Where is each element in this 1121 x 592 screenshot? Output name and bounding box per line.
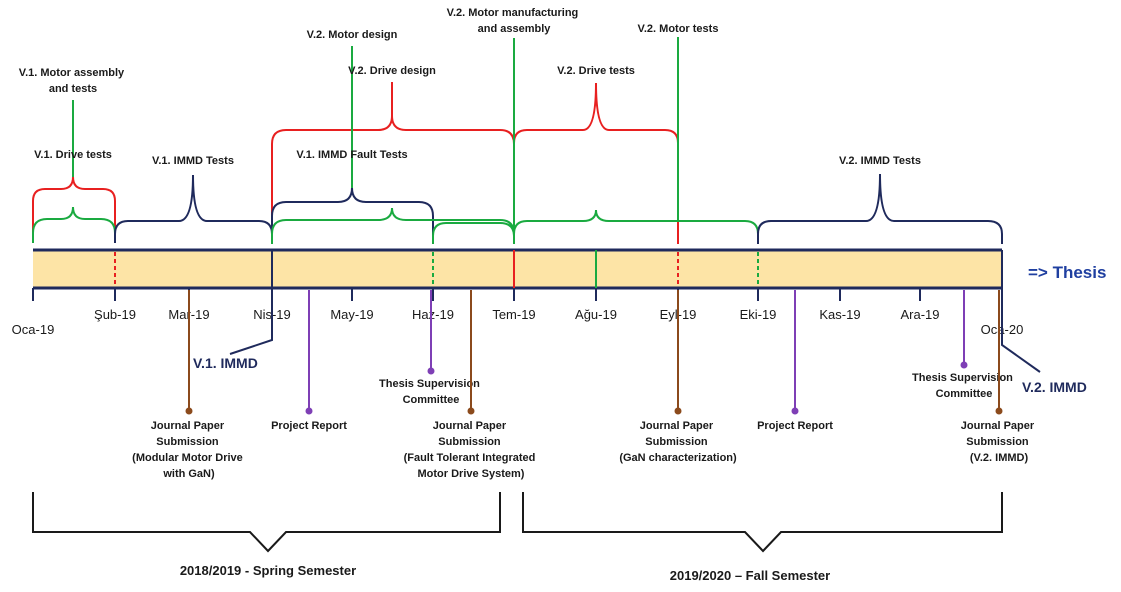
- label-v1-drive-tests: V.1. Drive tests: [34, 149, 112, 161]
- month-label: Eki-19: [740, 307, 777, 322]
- label-line: Submission: [645, 436, 708, 448]
- brace-v2-motor-design: [271, 115, 515, 244]
- month-label: Oca-19: [12, 322, 55, 337]
- label-spring-semester: 2018/2019 - Spring Semester: [180, 563, 356, 578]
- label-v1-immd-fault-tests: V.1. IMMD Fault Tests: [296, 149, 407, 161]
- pin-dot: [467, 407, 475, 415]
- label-line: Journal Paper: [151, 420, 225, 432]
- pointer-v1-immd: [229, 290, 273, 355]
- label-v2-motor-tests: V.2. Motor tests: [638, 23, 719, 35]
- label-line: V.1. Motor assembly: [19, 67, 125, 79]
- label-thesis-committee-1: Thesis Supervision Committee: [379, 378, 483, 406]
- label-line: Motor Drive System): [418, 468, 525, 480]
- label-line: Committee: [403, 394, 460, 406]
- pointer-v2-immd: [1001, 290, 1041, 373]
- brace-v2-immd-tests: [757, 173, 1003, 244]
- label-journal-3: Journal Paper Submission (GaN characteri…: [619, 420, 737, 464]
- label-line: Journal Paper: [640, 420, 714, 432]
- brace-v1-drive-tests: [32, 206, 116, 243]
- pin-dot: [995, 407, 1003, 415]
- label-line: Journal Paper: [961, 420, 1035, 432]
- label-line: with GaN): [162, 468, 215, 480]
- brace-green-jul-oct: [513, 209, 759, 244]
- month-label: Ara-19: [900, 307, 939, 322]
- brace-green-apr-jul: [271, 207, 515, 244]
- label-fall-semester: 2019/2020 – Fall Semester: [670, 568, 830, 583]
- brace-green-jun-jul: [432, 222, 515, 244]
- label-line: (V.2. IMMD): [970, 452, 1029, 464]
- thesis-label: => Thesis: [1028, 263, 1106, 282]
- month-label: Kas-19: [819, 307, 860, 322]
- label-v2-motor-manufacturing: V.2. Motor manufacturing and assembly: [447, 7, 582, 35]
- label-journal-4: Journal Paper Submission (V.2. IMMD): [961, 420, 1037, 464]
- label-project-report-1: Project Report: [271, 420, 347, 432]
- label-v2-drive-design: V.2. Drive design: [348, 65, 436, 77]
- label-v1-immd: V.1. IMMD: [193, 355, 258, 371]
- label-line: (GaN characterization): [619, 452, 737, 464]
- month-label: Haz-19: [412, 307, 454, 322]
- label-line: and assembly: [478, 23, 552, 35]
- semester-braces: [32, 492, 1003, 553]
- label-line: Submission: [156, 436, 219, 448]
- pin-dot: [427, 367, 435, 375]
- pin-dot: [791, 407, 799, 415]
- month-label: Şub-19: [94, 307, 136, 322]
- bar-boundaries: [114, 250, 1003, 292]
- label-line: (Modular Motor Drive: [132, 452, 243, 464]
- label-line: Thesis Supervision: [379, 378, 480, 390]
- pin-dot: [305, 407, 313, 415]
- label-v2-motor-design: V.2. Motor design: [307, 29, 398, 41]
- label-line: Submission: [438, 436, 501, 448]
- month-label: Ağu-19: [575, 307, 617, 322]
- label-line: Journal Paper: [433, 420, 507, 432]
- label-v2-immd-tests: V.2. IMMD Tests: [839, 155, 921, 167]
- month-labels: Oca-19Şub-19Mar-19Nis-19May-19Haz-19Tem-…: [12, 307, 1024, 337]
- brace-v2-drive-tests: [513, 82, 679, 244]
- label-v2-immd: V.2. IMMD: [1022, 379, 1087, 395]
- timeline-bar: [33, 248, 1002, 290]
- brace-spring-semester: [32, 492, 501, 553]
- brace-v1-immd-fault-tests: [271, 187, 434, 242]
- label-line: Thesis Supervision: [912, 372, 1013, 384]
- label-v1-motor-assembly: V.1. Motor assembly and tests: [19, 67, 127, 95]
- label-journal-2: Journal Paper Submission (Fault Tolerant…: [404, 420, 539, 480]
- label-line: Committee: [936, 388, 993, 400]
- label-line: V.2. Motor manufacturing: [447, 7, 579, 19]
- label-v1-immd-tests: V.1. IMMD Tests: [152, 155, 234, 167]
- label-line: and tests: [49, 83, 97, 95]
- timeline-bar-fill: [33, 250, 1002, 288]
- label-thesis-committee-2: Thesis Supervision Committee: [912, 372, 1016, 400]
- pin-dot: [185, 407, 193, 415]
- month-ticks: [32, 288, 1003, 301]
- brace-fall-semester: [522, 492, 1003, 553]
- label-line: Submission: [966, 436, 1029, 448]
- label-v2-drive-tests: V.2. Drive tests: [557, 65, 635, 77]
- label-journal-1: Journal Paper Submission (Modular Motor …: [132, 420, 246, 480]
- labels-above: V.1. Motor assembly and tests V.1. Drive…: [19, 7, 921, 167]
- label-line: (Fault Tolerant Integrated: [404, 452, 536, 464]
- month-label: May-19: [330, 307, 373, 322]
- label-project-report-2: Project Report: [757, 420, 833, 432]
- pin-dot: [960, 361, 968, 369]
- braces-above: [32, 37, 1003, 244]
- milestones-below: V.1. IMMD V.2. IMMD Journal Paper Submis…: [132, 290, 1087, 480]
- pin-dot: [674, 407, 682, 415]
- month-label: Tem-19: [492, 307, 535, 322]
- brace-v1-immd-tests: [114, 174, 273, 243]
